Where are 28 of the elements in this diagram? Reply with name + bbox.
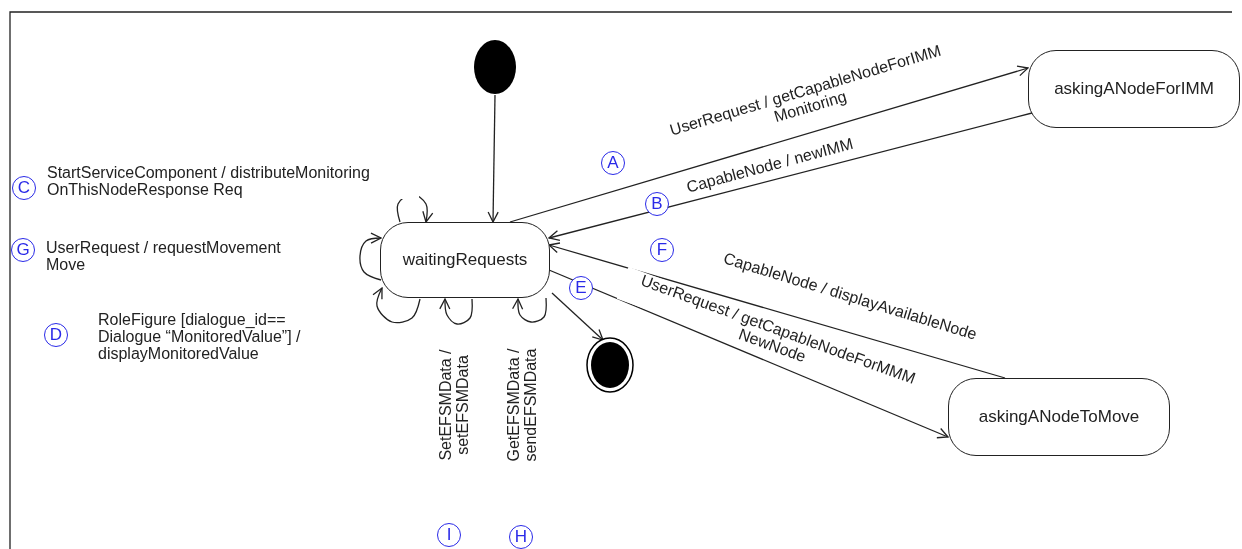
callout-letter: E	[569, 276, 593, 300]
self-transition-arrow	[372, 287, 421, 324]
state-box	[948, 378, 1170, 456]
final-state-bullseye	[586, 337, 634, 393]
transition-arrow	[509, 65, 1029, 223]
callout-letter: I	[437, 523, 461, 547]
transition-arrow	[548, 112, 1033, 241]
transition-label: StartServiceComponent / distributeMonitoring OnThisNodeResponse Req	[45, 165, 419, 199]
self-transition-arrow	[512, 297, 547, 323]
state-name: waitingRequests	[402, 250, 528, 270]
transition-arrow	[548, 242, 1006, 379]
self-transition-arrow	[439, 298, 473, 325]
callout-letter: C	[12, 176, 36, 200]
callout-letter: H	[509, 525, 533, 549]
transition-arrow	[551, 292, 604, 341]
transition-arrow	[487, 94, 499, 223]
state-name: askingANodeToMove	[978, 407, 1140, 427]
callout-letter: D	[44, 323, 68, 347]
callout-letter: B	[645, 192, 669, 216]
initial-state-dot	[473, 39, 517, 95]
self-transition-arrow	[359, 232, 382, 281]
callout-letter: G	[11, 238, 35, 262]
state-name: askingANodeForIMM	[1054, 79, 1214, 99]
callout-letter: A	[601, 151, 625, 175]
state-box	[380, 222, 550, 298]
state-box	[1028, 50, 1240, 128]
transition-arrow	[548, 269, 949, 439]
callout-letter: F	[650, 238, 674, 262]
